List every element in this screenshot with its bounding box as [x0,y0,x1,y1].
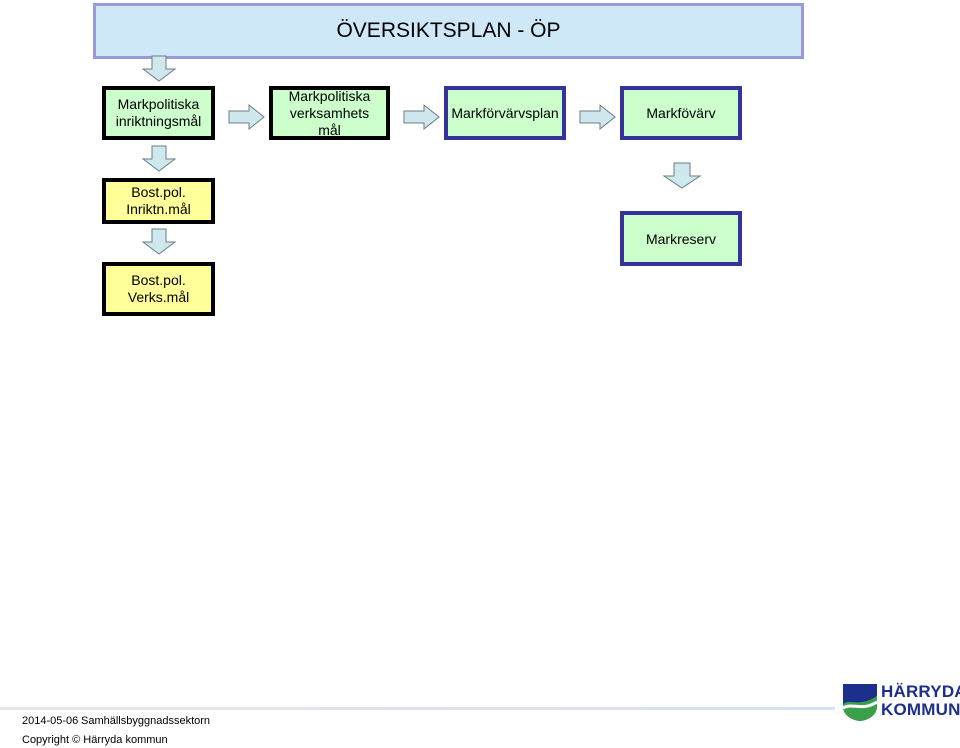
node-markforvarv: Markfövärv [620,86,742,140]
node-markforvarvsplan: Markförvärvsplan [444,86,566,140]
node-label: Markförvärvsplan [451,104,559,121]
logo-line-1: HÄRRYDA [881,682,960,701]
arrow-right-icon [403,103,440,131]
node-label: Markpolitiska verksamhets mål [288,88,371,138]
node-label: Bost.pol. Inriktn.mål [126,184,191,217]
arrow-down-icon [141,228,177,255]
node-label: Bost.pol. Verks.mål [127,272,190,305]
arrow-down-icon [141,145,177,172]
footer-department: Samhällsbyggnadssektorn [81,715,211,727]
harryda-logo-text: HÄRRYDA KOMMUN [881,683,960,719]
footer-copyright: Copyright © Härryda kommun [22,734,168,746]
page-title: ÖVERSIKTSPLAN - ÖP [93,3,804,59]
logo-line-2: KOMMUN [881,700,960,719]
arrow-down-icon [141,55,177,82]
node-label: Markpolitiska inriktningsmål [115,96,202,129]
arrow-right-icon [228,103,265,131]
node-label: Markreserv [645,231,716,247]
node-markpolitiska-inriktningsmal: Markpolitiska inriktningsmål [102,86,215,140]
node-bostpol-inriktningsmal: Bost.pol. Inriktn.mål [102,178,215,224]
arrow-right-icon [579,103,616,131]
footer-date: 2014-05-06 [22,715,79,727]
node-markreserv: Markreserv [620,211,742,266]
arrow-down-icon [662,162,702,189]
node-bostpol-verksamhetsmal: Bost.pol. Verks.mål [102,262,215,316]
footer-divider [0,707,835,710]
harryda-logo-icon [842,684,878,721]
node-label: Markfövärv [646,104,716,121]
node-markpolitiska-verksamhetsmal: Markpolitiska verksamhets mål [269,86,390,140]
